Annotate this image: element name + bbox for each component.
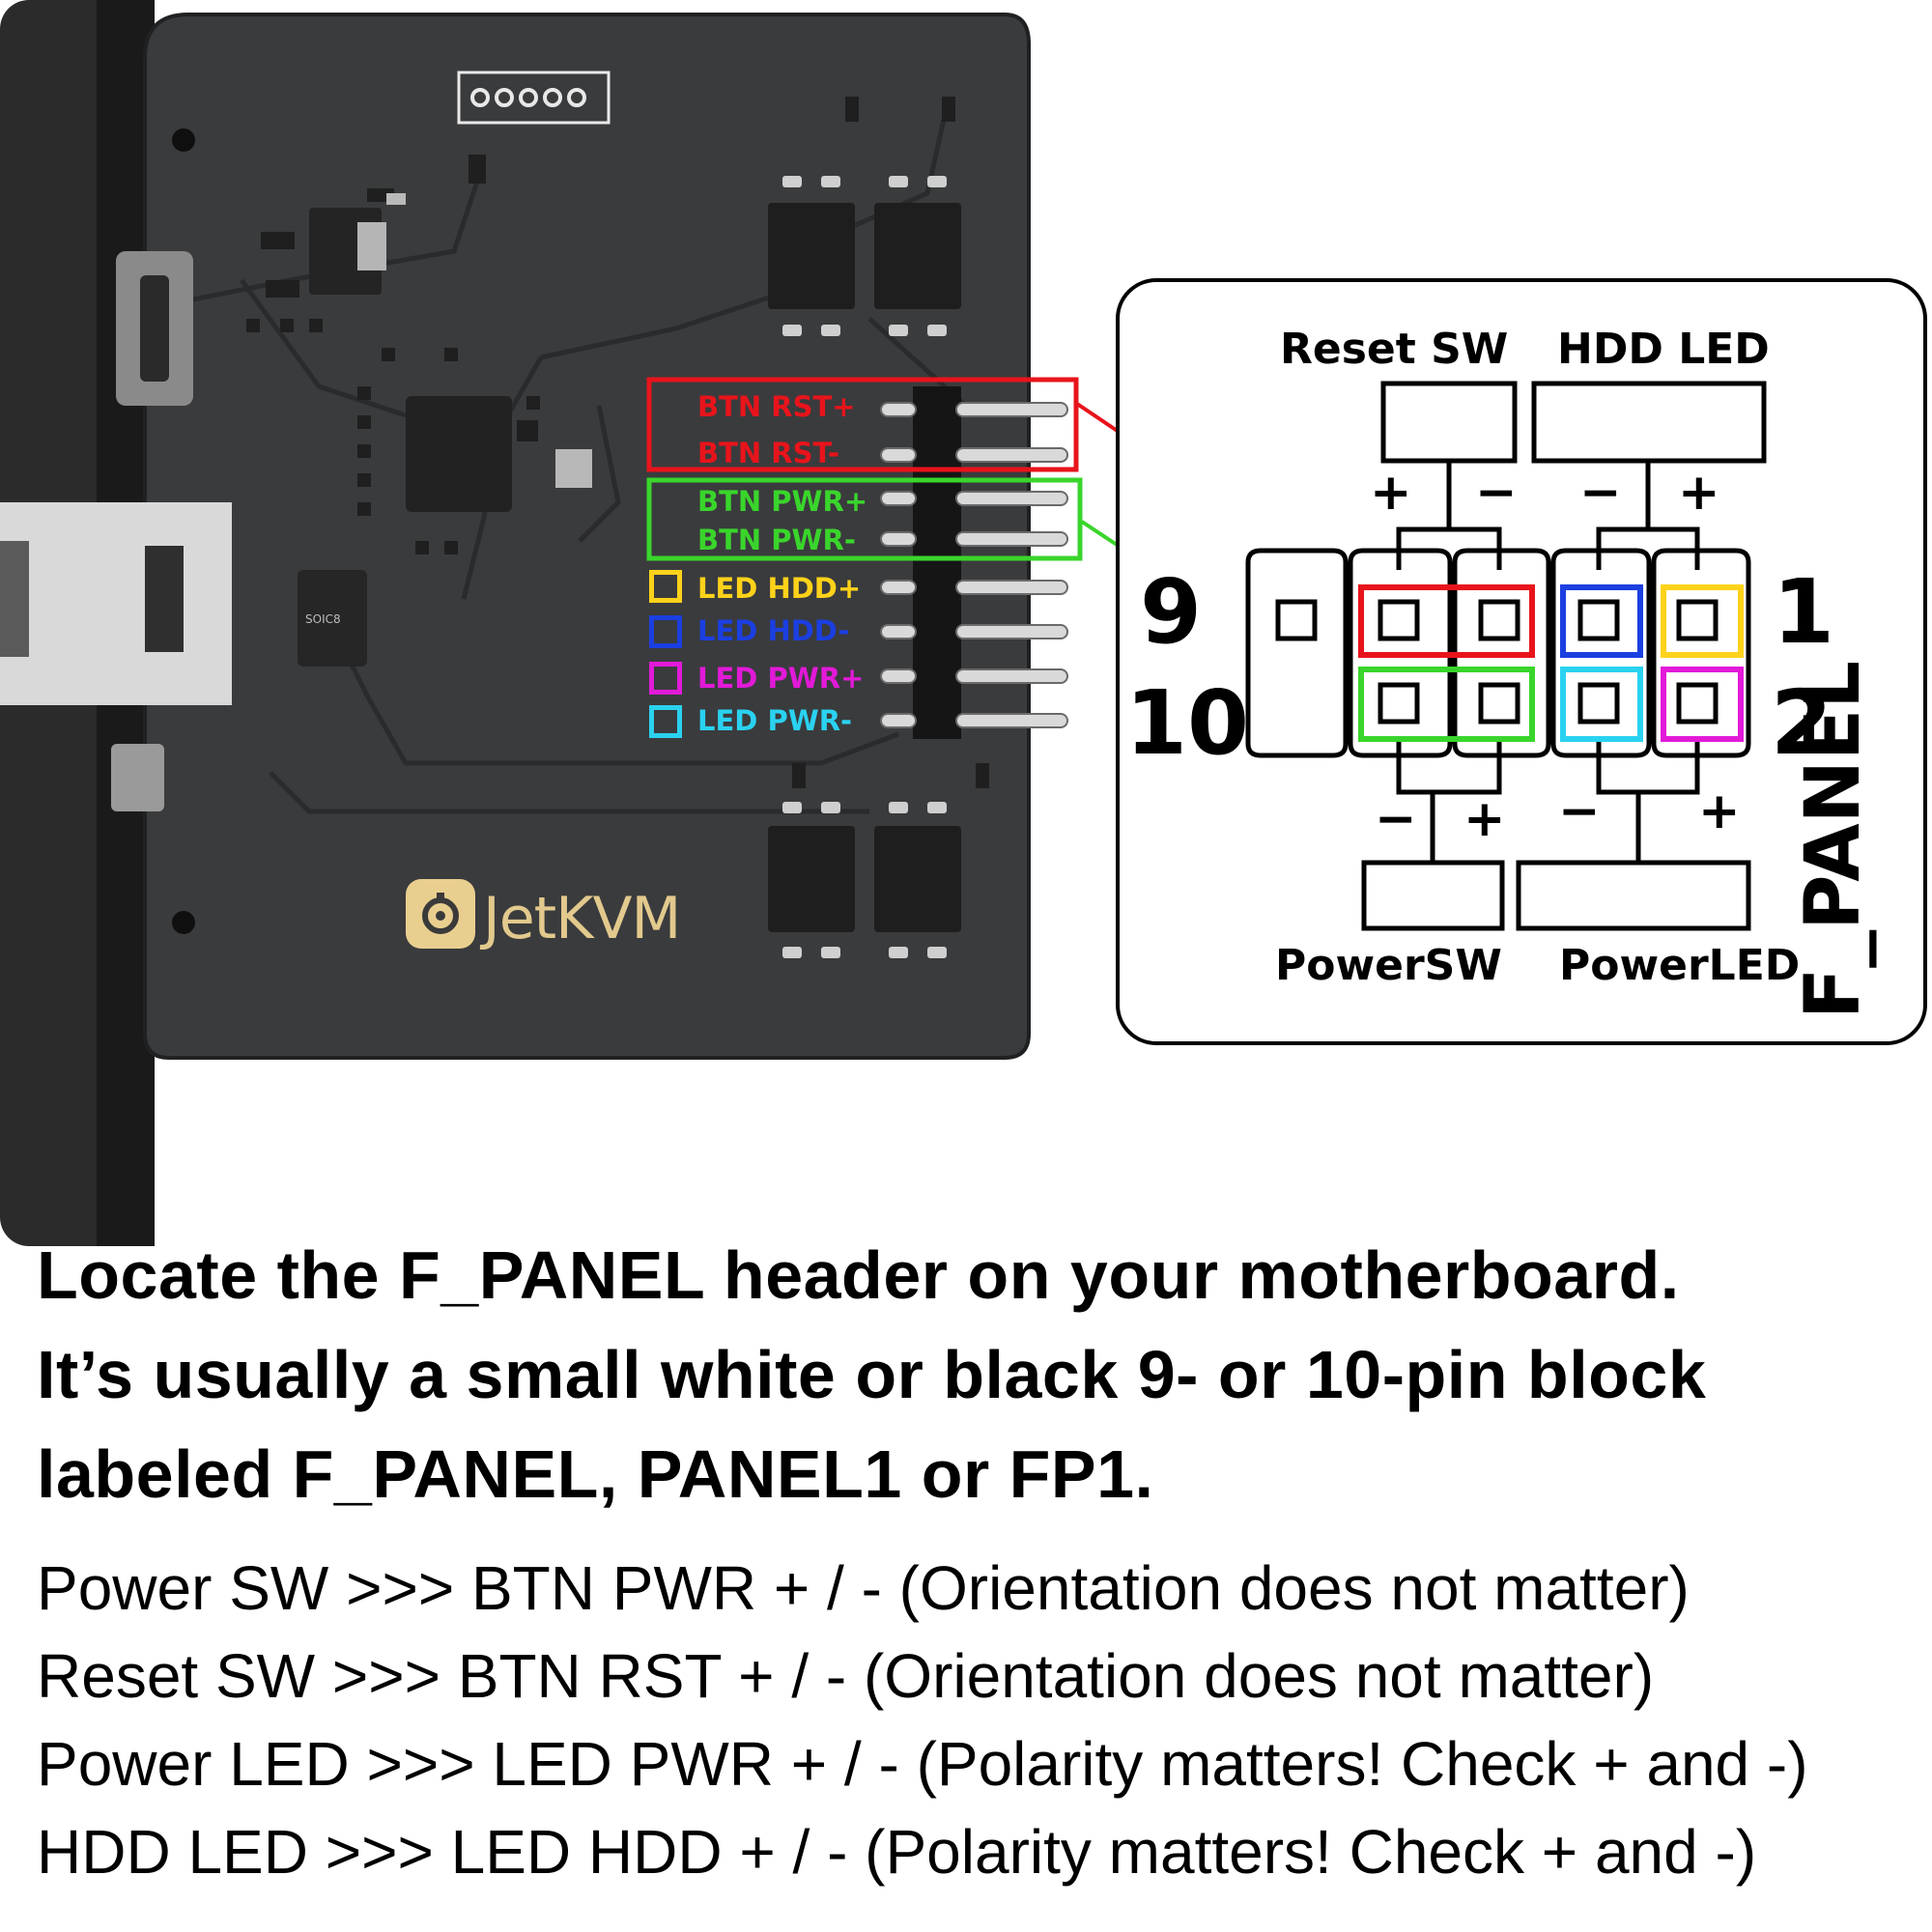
ethernet-jack	[0, 502, 232, 705]
soic8-chip	[298, 570, 367, 667]
jetkvm-logo	[406, 879, 475, 949]
pwrsw-minus-sign: −	[1375, 790, 1417, 848]
header-pin	[955, 447, 1068, 463]
hdd-led-title: HDD LED	[1557, 325, 1770, 374]
led-pwr-minus-swatch	[649, 705, 682, 738]
header-pin	[955, 531, 1068, 547]
f-panel-diagram	[1116, 278, 1927, 1045]
diagram-pin	[1378, 682, 1420, 724]
pin-header-housing	[913, 386, 961, 739]
btn-pwr-highlight	[646, 477, 1083, 561]
header-pins	[1378, 599, 1719, 724]
reset-sw-title: Reset SW	[1280, 325, 1509, 374]
btn-rst-highlight	[646, 377, 1079, 472]
relay-top-right	[874, 203, 961, 309]
power-sw-title: PowerSW	[1275, 941, 1502, 990]
pin-number-2: 2	[1771, 671, 1833, 775]
main-controller-chip	[406, 396, 512, 512]
relay-top-left	[768, 203, 855, 309]
jetkvm-logo-icon	[422, 893, 459, 934]
header-pin	[880, 491, 917, 506]
instruction-reset-sw: Reset SW >>> BTN RST + / - (Orientation …	[37, 1641, 1655, 1711]
hdd-minus-sign: −	[1579, 464, 1622, 522]
header-pin	[880, 402, 917, 417]
relay-bottom-right	[874, 826, 961, 932]
pwrsw-plus-sign: +	[1463, 790, 1506, 848]
instruction-hdd-led: HDD LED >>> LED HDD + / - (Polarity matt…	[37, 1817, 1757, 1887]
hdd-minus-pin-highlight	[1560, 584, 1643, 658]
pin-label-btn-pwr-plus: BTN PWR+	[697, 485, 868, 518]
diagram-frame	[1116, 278, 1927, 1045]
pin-label-led-pwr-minus: LED PWR-	[697, 704, 853, 737]
header-pin	[880, 580, 917, 595]
ethernet-opening	[0, 541, 29, 657]
power-led-box	[1516, 860, 1751, 931]
crystal	[555, 449, 592, 488]
header-pin	[880, 668, 917, 684]
relay-leads	[782, 176, 947, 958]
pwr-minus-pin-highlight	[1560, 667, 1643, 742]
pin-label-led-hdd-plus: LED HDD+	[697, 572, 862, 605]
led-hdd-plus-swatch	[649, 570, 682, 603]
diagram-pin	[1676, 599, 1719, 641]
pin-label-btn-pwr-minus: BTN PWR-	[697, 524, 856, 556]
reset-pins-highlight	[1358, 584, 1535, 658]
header-pin	[880, 624, 917, 639]
hdd-plus-sign: +	[1678, 464, 1720, 522]
pin-label-btn-rst-plus: BTN RST+	[697, 390, 856, 423]
pin-label-led-hdd-minus: LED HDD-	[697, 614, 850, 647]
pin-number-10: 10	[1125, 671, 1250, 775]
ethernet-contacts	[145, 546, 184, 652]
f-panel-vertical-label: F_PANEL	[1790, 661, 1877, 1019]
diagram-pin	[1676, 682, 1719, 724]
header-outline	[1245, 548, 1751, 758]
led-hdd-minus-swatch	[649, 615, 682, 648]
debug-header	[457, 71, 611, 125]
pwrled-plus-sign: +	[1698, 782, 1741, 840]
reset-plus-sign: +	[1370, 464, 1412, 522]
pin-key-slot	[1275, 599, 1318, 641]
smd-components	[246, 97, 989, 788]
header-pin	[955, 668, 1068, 684]
slide-switch	[111, 744, 164, 811]
diagram-pin	[1577, 682, 1620, 724]
chip-marking: SOIC8	[305, 612, 341, 626]
diagram-pin	[1478, 599, 1520, 641]
power-led-title: PowerLED	[1559, 941, 1801, 990]
heading-line-2: It’s usually a small white or black 9- o…	[37, 1337, 1707, 1412]
pin-label-led-pwr-plus: LED PWR+	[697, 662, 865, 695]
header-pin	[880, 713, 917, 728]
header-pin	[880, 531, 917, 547]
usb-c-slot	[140, 275, 169, 382]
reset-minus-sign: −	[1475, 464, 1518, 522]
pin-number-1: 1	[1773, 560, 1835, 664]
instruction-power-sw: Power SW >>> BTN PWR + / - (Orientation …	[37, 1553, 1690, 1623]
header-pin	[955, 402, 1068, 417]
mount-hole	[172, 128, 195, 152]
pin-number-9: 9	[1140, 560, 1203, 664]
pwr-plus-pin-highlight	[1661, 667, 1744, 742]
header-pin	[955, 624, 1068, 639]
diagram-pin	[1478, 682, 1520, 724]
mount-hole	[172, 911, 195, 934]
diagram-pin	[1378, 599, 1420, 641]
relay-bottom-left	[768, 826, 855, 932]
header-pin	[955, 580, 1068, 595]
heading-line-3: labeled F_PANEL, PANEL1 or FP1.	[37, 1436, 1154, 1512]
header-pin	[955, 491, 1068, 506]
pin-label-btn-rst-minus: BTN RST-	[697, 437, 840, 469]
debug-pins	[470, 88, 586, 107]
diagram-pin	[1577, 599, 1620, 641]
ic-small	[357, 222, 386, 270]
led-pwr-plus-swatch	[649, 662, 682, 695]
instruction-power-led: Power LED >>> LED PWR + / - (Polarity ma…	[37, 1729, 1808, 1799]
pwrled-minus-sign: −	[1558, 782, 1601, 840]
header-pin	[955, 713, 1068, 728]
hdd-plus-pin-highlight	[1661, 584, 1744, 658]
power-sw-pins-highlight	[1358, 667, 1535, 742]
brand-name: JetKVM	[483, 885, 681, 952]
heading-line-1: Locate the F_PANEL header on your mother…	[37, 1237, 1680, 1313]
header-pin	[880, 447, 917, 463]
pin-header-pins	[880, 402, 1068, 728]
